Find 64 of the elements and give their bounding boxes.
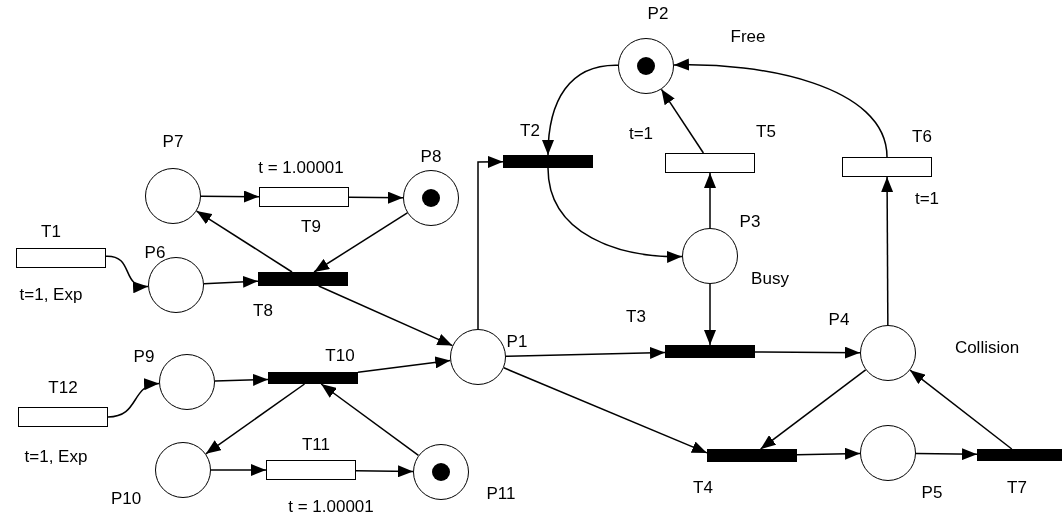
place-label: P8: [420, 147, 442, 165]
arc-arrow: [915, 448, 978, 461]
arc-arrow: [909, 369, 1013, 450]
arc-arrow: [210, 464, 267, 476]
arc-arrow: [348, 191, 404, 204]
arc-arrow: [704, 283, 716, 346]
token-dot: [421, 188, 440, 207]
arc-arrow: [881, 176, 894, 326]
arc-arrow: [754, 346, 861, 359]
arc-arrow: [796, 447, 861, 460]
timing-label: t=1: [914, 189, 940, 207]
transition-label: T4: [693, 478, 713, 496]
arc-arrow: [200, 190, 260, 203]
place-label: P1: [506, 332, 528, 350]
place-label: P7: [162, 132, 184, 150]
transition-label: T11: [302, 435, 330, 453]
transition-label: T7: [1007, 478, 1027, 496]
arc-arrow: [660, 88, 705, 154]
arc-arrow: [477, 155, 504, 330]
arc-arrow: [205, 383, 306, 455]
state-label: Collision: [954, 338, 1020, 356]
arc-arrow: [203, 275, 259, 288]
timing-label: t = 1.00001: [258, 158, 344, 176]
state-label: Busy: [751, 269, 789, 287]
transition-label: T5: [756, 122, 776, 140]
arc-arrow: [317, 285, 454, 347]
place-label: P5: [921, 483, 943, 501]
timing-label: t=1, Exp: [24, 447, 88, 465]
transition-label: T2: [520, 121, 540, 139]
state-label: Free: [730, 27, 766, 45]
timing-label: t=1: [628, 124, 654, 142]
arc-arrow: [105, 255, 149, 292]
transition-label: T3: [626, 307, 646, 325]
token-dot: [636, 56, 655, 75]
arc-arrow: [704, 172, 716, 229]
arc-arrow: [195, 210, 293, 273]
place-label: P11: [486, 484, 516, 502]
transition-label: T8: [253, 301, 273, 319]
arc-arrow: [355, 465, 414, 478]
arc-arrow: [503, 367, 708, 454]
place-label: P6: [144, 243, 166, 261]
arc-arrow: [542, 64, 619, 156]
arc-arrow: [547, 167, 683, 263]
transition-label: T12: [48, 378, 78, 396]
transition-label: T9: [301, 217, 321, 235]
arc-arrow: [357, 356, 451, 373]
place-label: P10: [110, 489, 142, 507]
place-label: P9: [133, 347, 155, 365]
place-label: P3: [739, 212, 761, 230]
arc-arrow: [673, 58, 888, 158]
arc-arrow: [505, 346, 666, 359]
arc-arrow: [107, 379, 160, 418]
timing-label: t=1, Exp: [19, 285, 83, 303]
arc-arrow: [214, 373, 269, 386]
token-dot: [431, 462, 450, 481]
arc-arrow: [320, 383, 420, 457]
timing-label: t = 1.00001: [288, 497, 374, 515]
arc-arrow: [313, 212, 409, 273]
transition-label: T6: [912, 127, 932, 145]
arc-arrow: [759, 369, 867, 450]
transition-label: T10: [325, 346, 355, 364]
place-label: P2: [647, 4, 669, 22]
place-label: P4: [828, 310, 850, 328]
transition-label: T1: [41, 222, 61, 240]
